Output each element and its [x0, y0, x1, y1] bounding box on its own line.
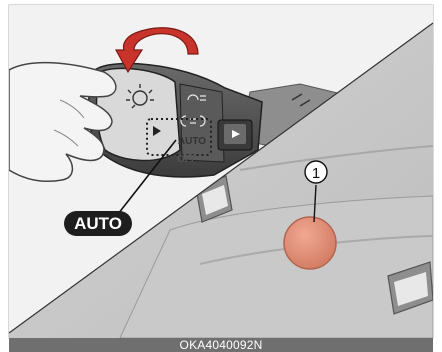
photo-sensor	[284, 217, 336, 269]
switch-auto-text: AUTO	[178, 136, 206, 147]
caption-bar: OKA4040092N	[9, 338, 433, 352]
figure-caption: OKA4040092N	[9, 338, 433, 352]
auto-badge: AUTO	[64, 211, 132, 236]
switch-off-text: OFF	[177, 154, 197, 165]
callout-number-1: 1	[312, 165, 320, 182]
auto-badge-label: AUTO	[74, 214, 122, 233]
